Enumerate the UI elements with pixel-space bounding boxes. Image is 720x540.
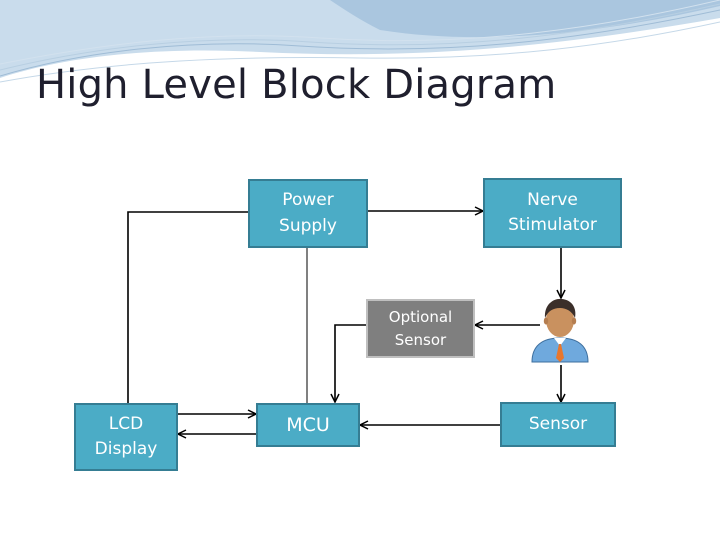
lcd-display-label-line2: Display — [94, 439, 158, 459]
sensor-block: Sensor — [500, 402, 616, 447]
power-supply-block: Power Supply — [248, 179, 368, 248]
nerve-stimulator-label-line2: Stimulator — [508, 215, 597, 235]
optional-sensor-block: Optional Sensor — [366, 299, 475, 358]
nerve-stimulator-label-line1: Nerve — [527, 189, 578, 210]
header-wave-decoration — [0, 0, 720, 83]
arrow-optional-sensor-to-mcu — [335, 324, 366, 402]
power-supply-label-line1: Power — [282, 190, 334, 210]
mcu-label: MCU — [286, 413, 330, 436]
line-power-to-lcd — [127, 211, 248, 403]
person-icon — [531, 298, 589, 363]
optional-sensor-label-line2: Sensor — [394, 330, 447, 349]
nerve-stimulator-block: Nerve Stimulator — [483, 178, 622, 248]
power-supply-label-line2: Supply — [279, 215, 337, 236]
lcd-display-block: LCD Display — [74, 403, 178, 471]
lcd-display-label-line1: LCD — [108, 413, 144, 434]
sensor-label: Sensor — [528, 413, 588, 434]
optional-sensor-label-line1: Optional — [388, 308, 453, 326]
mcu-block: MCU — [256, 403, 360, 447]
page-title: High Level Block Diagram — [36, 62, 557, 108]
